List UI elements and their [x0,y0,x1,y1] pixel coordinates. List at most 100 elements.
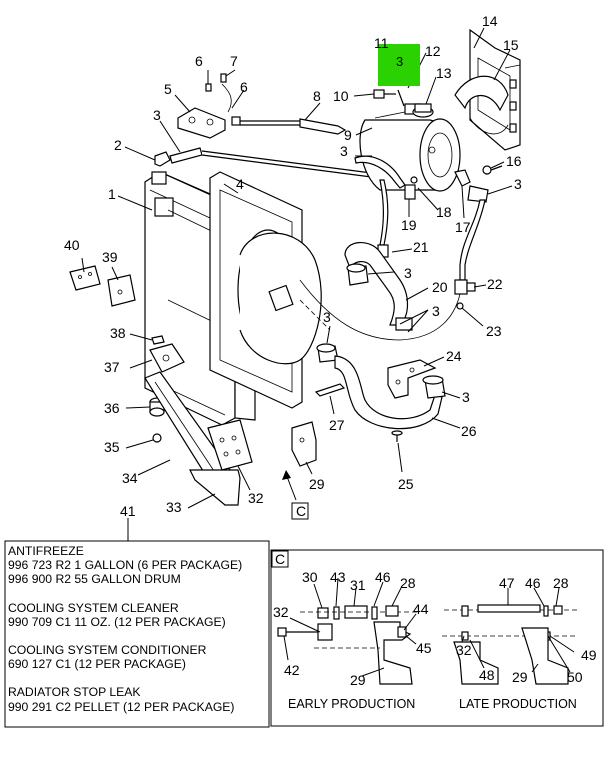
leader-lines [81,27,513,544]
view-marker-label: C [296,503,306,519]
callout-26[interactable]: 26 [461,423,477,439]
callout-36[interactable]: 36 [104,400,120,416]
callout-14[interactable]: 14 [482,13,498,29]
callout-20[interactable]: 20 [432,279,448,295]
callout-31[interactable]: 31 [350,577,366,593]
callout-28-a[interactable]: 28 [400,575,416,591]
callout-42[interactable]: 42 [284,662,300,678]
callout-25[interactable]: 25 [398,476,414,492]
callout-28-b[interactable]: 28 [553,575,569,591]
callout-22[interactable]: 22 [487,276,503,292]
callout-3-b[interactable]: 3 [514,176,522,192]
callout-41[interactable]: 41 [120,503,136,519]
callout-46-a[interactable]: 46 [375,569,391,585]
bolt-10 [373,89,396,99]
callout-45[interactable]: 45 [416,640,432,656]
bracket-29 [291,421,317,467]
callout-33[interactable]: 33 [166,499,182,515]
callout-34[interactable]: 34 [122,470,138,486]
callout-17[interactable]: 17 [455,219,471,235]
callout-43[interactable]: 43 [330,569,346,585]
fitting-22 [454,279,476,295]
callout-3-e[interactable]: 3 [432,303,440,319]
callout-numbers: 1 2 3 4 5 6 7 6 8 9 10 11 12 13 14 15 16… [64,13,522,519]
callout-32-b[interactable]: 32 [273,604,289,620]
view-marker-box [291,502,309,520]
highlight-label: 3 [396,54,403,69]
callout-37[interactable]: 37 [104,359,120,375]
callout-44[interactable]: 44 [413,601,429,617]
callout-6-b[interactable]: 6 [240,79,248,95]
callout-3-a[interactable]: 3 [153,107,161,123]
note-conditioner: COOLING SYSTEM CONDITIONER 690 127 C1 (1… [8,643,266,671]
callout-32[interactable]: 32 [248,490,264,506]
note-line: 996 900 R2 55 GALLON DRUM [8,572,181,587]
callout-29[interactable]: 29 [309,476,325,492]
callout-4[interactable]: 4 [236,176,244,192]
callout-47[interactable]: 47 [499,575,515,591]
callout-38[interactable]: 38 [110,325,126,341]
callout-21[interactable]: 21 [413,239,429,255]
highlight-box[interactable] [378,44,420,86]
callout-16[interactable]: 16 [506,153,522,169]
late-production-parts [442,604,580,685]
callout-30[interactable]: 30 [302,569,318,585]
clip-18 [410,176,418,184]
callout-11[interactable]: 11 [374,35,389,51]
detail-label: C [275,551,285,567]
note-title: RADIATOR STOP LEAK [8,685,141,700]
fitting-16 [482,165,503,175]
part-11-stem [397,89,405,107]
callout-24[interactable]: 24 [446,348,462,364]
washer-35 [152,433,162,443]
callout-39[interactable]: 39 [102,249,118,265]
detail-label-box [271,550,289,568]
callout-29-b[interactable]: 29 [350,672,366,688]
isolator-37 [149,343,185,373]
callout-3-g[interactable]: 3 [462,389,470,405]
callout-6-a[interactable]: 6 [195,53,203,69]
callout-1[interactable]: 1 [108,186,116,202]
callout-2[interactable]: 2 [114,137,122,153]
callout-3-d[interactable]: 3 [404,265,412,281]
note-line: 990 709 C1 11 OZ. (12 PER PACKAGE) [8,614,226,629]
tank-cap-13 [412,103,434,118]
clip-6 [205,83,212,92]
callout-15[interactable]: 15 [503,37,519,53]
callout-50[interactable]: 50 [567,669,583,685]
radiator-outlet-neck [268,284,294,312]
bracket-40 [69,265,101,291]
callout-10[interactable]: 10 [333,88,349,104]
callout-7[interactable]: 7 [230,53,238,69]
callout-18[interactable]: 18 [436,204,452,220]
late-production-caption: LATE PRODUCTION [459,697,577,711]
callout-27[interactable]: 27 [329,417,345,433]
callout-46-b[interactable]: 46 [525,575,541,591]
callout-29-c[interactable]: 29 [512,669,528,685]
callout-8[interactable]: 8 [313,88,321,104]
fitting-19 [404,184,416,200]
callout-48[interactable]: 48 [479,667,495,683]
callout-49[interactable]: 49 [581,647,597,663]
callout-13[interactable]: 13 [436,65,452,81]
note-cleaner: COOLING SYSTEM CLEANER 990 709 C1 11 OZ.… [8,601,266,629]
callout-32-c[interactable]: 32 [456,642,472,658]
detail-view-c: C [270,549,604,727]
lower-bypass-hose [299,279,461,341]
bracket-24 [387,359,437,399]
callout-12[interactable]: 12 [425,43,441,59]
wire-6 [221,83,232,113]
view-arrow: C [282,470,309,520]
callout-9[interactable]: 9 [344,127,352,143]
callout-5[interactable]: 5 [164,81,172,97]
tank-strap-15 [454,75,509,135]
callout-3-c[interactable]: 3 [340,143,348,159]
callout-3-f[interactable]: 3 [323,309,331,325]
callout-35[interactable]: 35 [104,439,120,455]
callout-23[interactable]: 23 [486,323,502,339]
tank-vent-line [374,111,406,119]
callout-40[interactable]: 40 [64,237,80,253]
callout-19[interactable]: 19 [401,217,417,233]
notes-panel: ANTIFREEZE 996 723 R2 1 GALLON (6 PER PA… [8,544,266,726]
